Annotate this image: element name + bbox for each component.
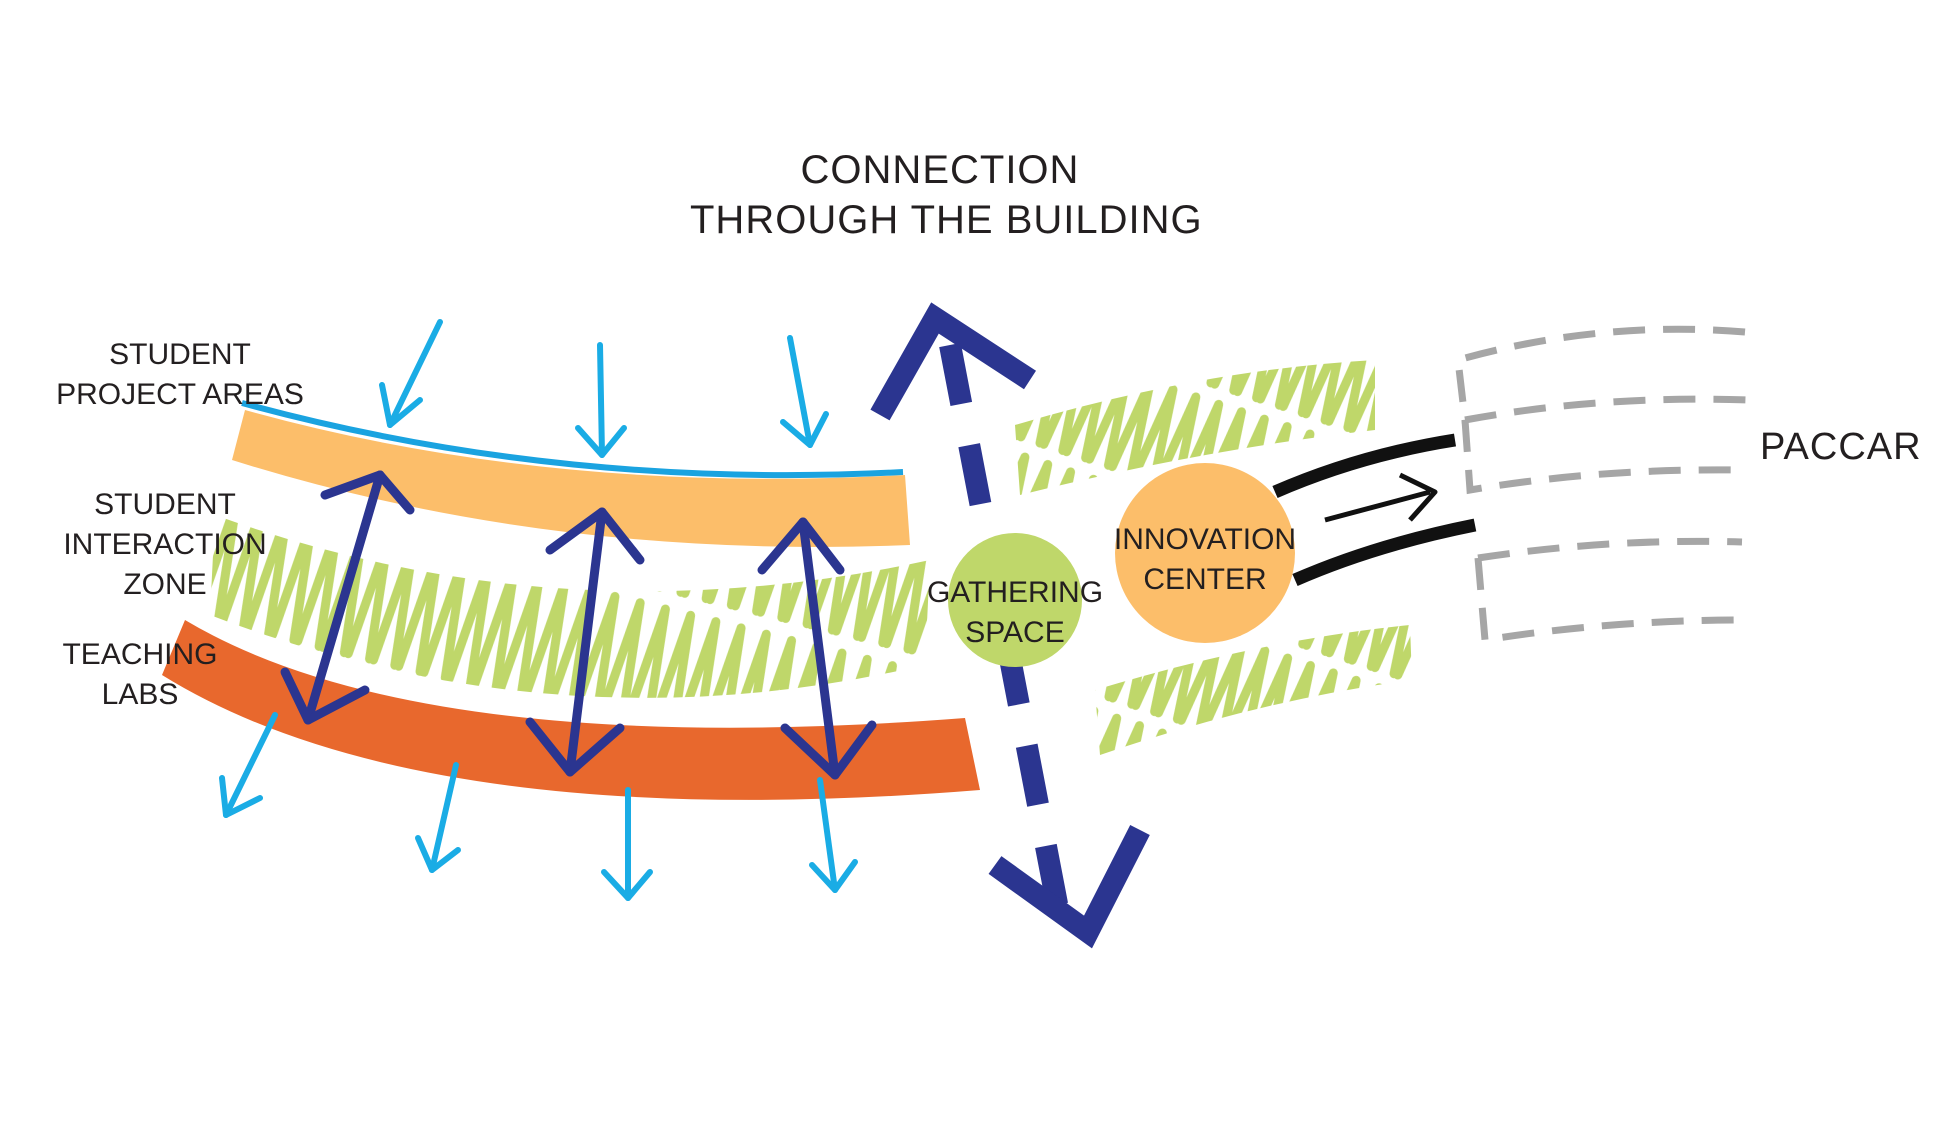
flow-arrow-1 bbox=[280, 470, 415, 725]
inflow-arrow-2 bbox=[575, 342, 627, 458]
paccar-connector bbox=[1272, 433, 1477, 586]
title-line-1: CONNECTION bbox=[800, 148, 1080, 192]
diagram-title: CONNECTION THROUGH THE BUILDING bbox=[690, 145, 1203, 245]
inflow-arrow-3 bbox=[780, 335, 829, 448]
gathering-space-circle bbox=[948, 533, 1082, 667]
vertical-flow-arrows bbox=[280, 470, 877, 780]
student-project-areas-label: STUDENT PROJECT AREAS bbox=[56, 338, 304, 411]
teaching-labs-band bbox=[162, 620, 980, 800]
flow-arrow-2 bbox=[525, 507, 645, 777]
upper-right-zigzag bbox=[1015, 360, 1375, 495]
student-project-areas-band bbox=[232, 400, 910, 547]
student-interaction-zone bbox=[210, 515, 930, 698]
paccar-label: PACCAR bbox=[1760, 426, 1922, 468]
innovation-center-label: INNOVATION CENTER bbox=[1113, 523, 1297, 596]
student-interaction-zone-label: STUDENT INTERACTION ZONE bbox=[63, 488, 267, 601]
flow-arrow-3 bbox=[757, 517, 877, 780]
outflow-arrow-4 bbox=[809, 777, 858, 893]
title-line-2: THROUGH THE BUILDING bbox=[690, 198, 1203, 242]
lower-right-zigzag bbox=[1095, 625, 1412, 755]
paccar-building-outline bbox=[1454, 325, 1751, 645]
outflow-arrow-2 bbox=[415, 762, 461, 873]
outflow-arrow-3 bbox=[601, 787, 653, 901]
inflow-arrow-1 bbox=[379, 319, 443, 428]
gathering-space-label: GATHERING SPACE bbox=[926, 576, 1104, 649]
outflow-arrow-1 bbox=[219, 712, 278, 818]
teaching-labs-label: TEACHING LABS bbox=[62, 638, 218, 711]
outflow-arrows bbox=[219, 712, 858, 901]
connection-path bbox=[870, 302, 1150, 949]
inflow-arrows bbox=[379, 319, 829, 458]
innovation-center-circle bbox=[1115, 463, 1295, 643]
